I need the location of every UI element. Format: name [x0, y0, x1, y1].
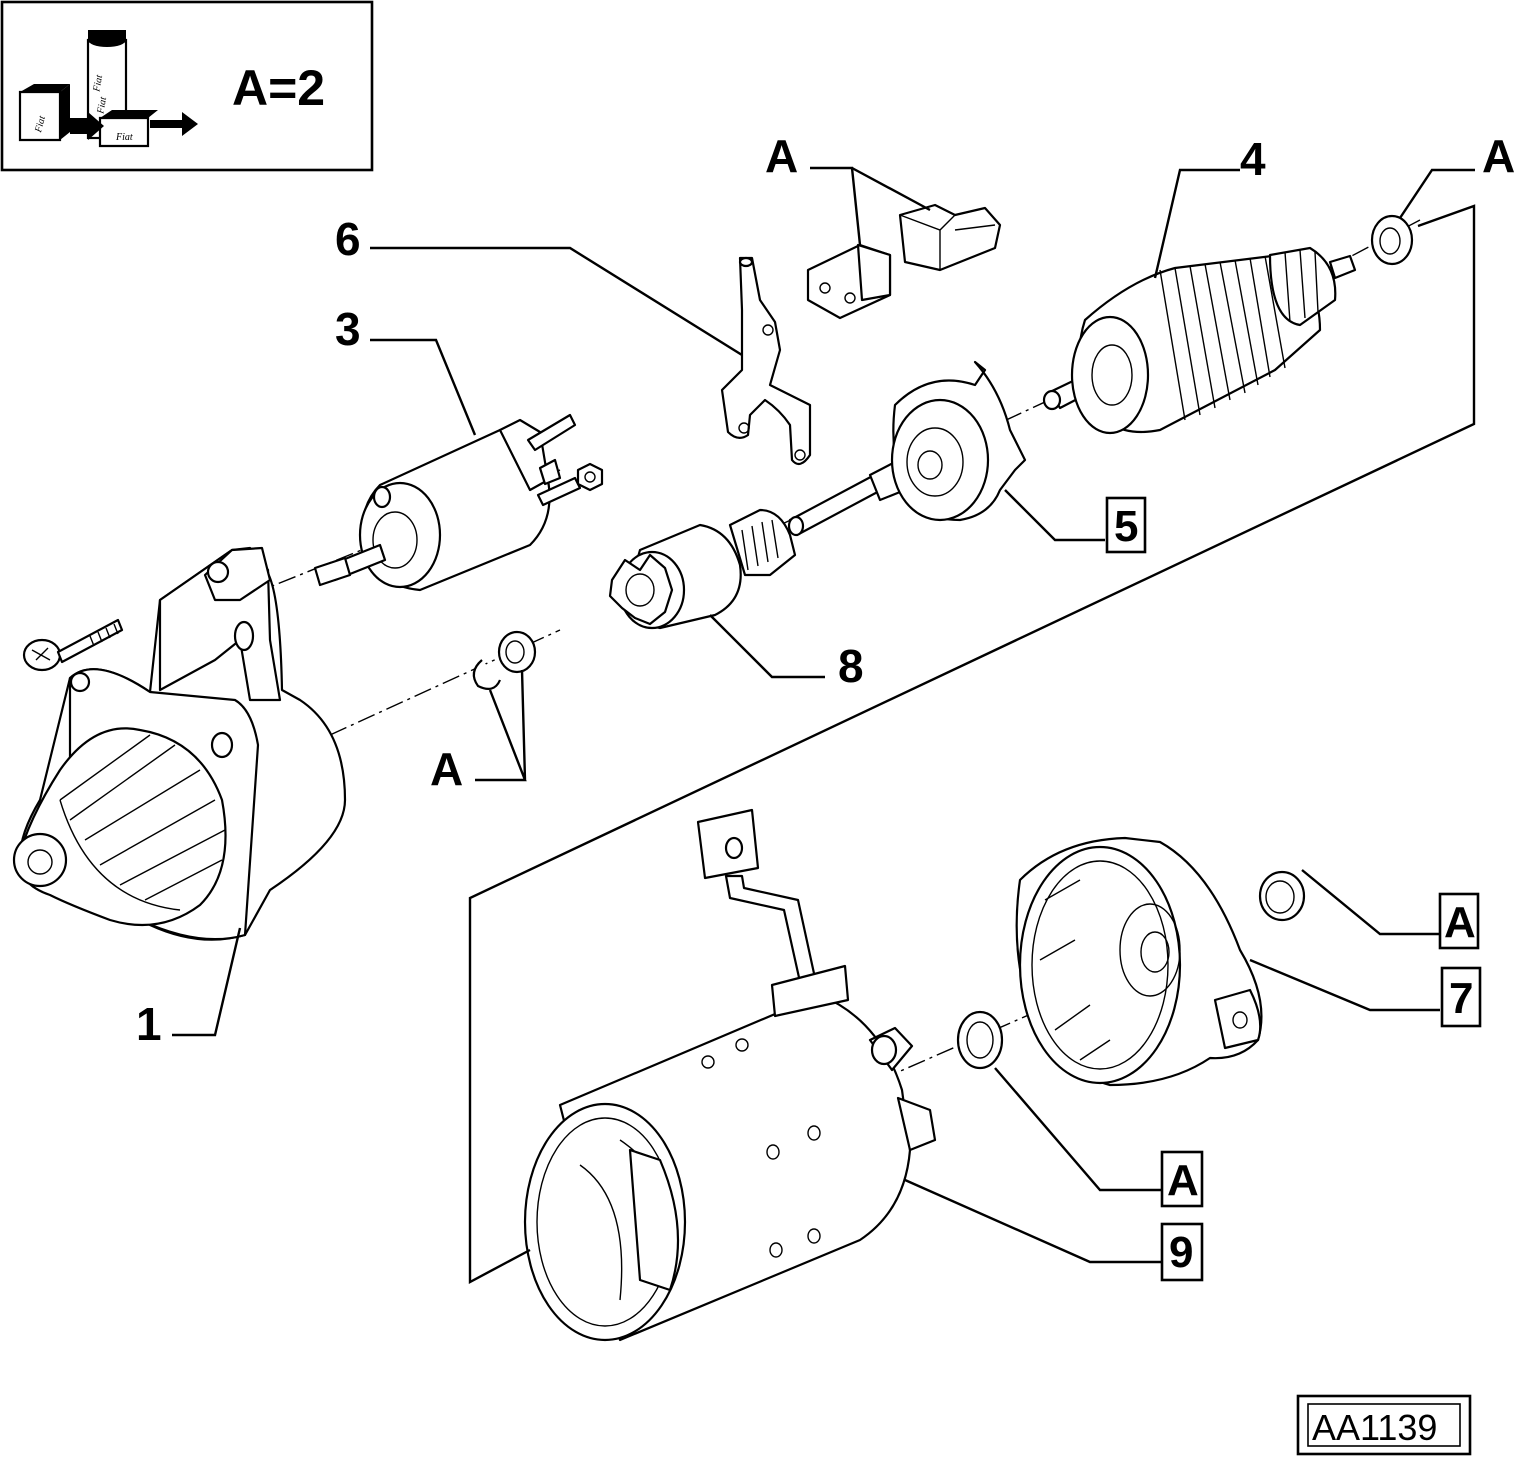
callout-7-box: 7 [1440, 966, 1482, 1028]
callout-7: 7 [1449, 974, 1473, 1023]
leader-line [370, 246, 743, 357]
circlip-and-washer [472, 630, 537, 691]
tube-label: Fiat [95, 96, 109, 116]
thrust-washer [1370, 214, 1414, 266]
lubricant-box-icon: Fiat [98, 110, 158, 148]
solenoid [313, 413, 582, 592]
pinion-drive [608, 508, 797, 630]
callout-4: 4 [1240, 133, 1266, 185]
legend-frame [0, 0, 374, 172]
callout-a-ring-box: A [1438, 892, 1480, 950]
leader-line [904, 1178, 1162, 1264]
callout-a-seal: A [1167, 1156, 1199, 1205]
arrow-icon [150, 112, 198, 136]
lubricant-legend: Fiat Fiat Fiat Fiat A=2 [0, 0, 374, 172]
leader-line [370, 338, 477, 436]
lubricant-box-icon: Fiat [18, 84, 70, 142]
callout-8: 8 [838, 640, 864, 692]
bushing-ring [1258, 870, 1306, 922]
leader-line [1004, 489, 1105, 542]
leader-line [172, 927, 242, 1037]
callout-a-circlip: A [430, 743, 463, 795]
arrow-icon [70, 112, 104, 140]
tube-label: Fiat [91, 74, 105, 94]
reference-code-box: AA1139 [1296, 1394, 1472, 1456]
leader-line [994, 1067, 1162, 1192]
terminal-nut [576, 462, 604, 492]
callout-a-ring: A [1444, 898, 1476, 947]
stator-frame [523, 808, 937, 1342]
mounting-bolt [22, 618, 124, 672]
leader-line [475, 669, 527, 782]
callout-6: 6 [335, 213, 361, 265]
centerline [779, 394, 1061, 526]
callout-a-washer: A [1482, 130, 1515, 182]
shift-fork [720, 256, 812, 466]
leader-line [1399, 168, 1475, 219]
box-label: Fiat [115, 132, 133, 143]
brush-holder [806, 243, 892, 320]
leader-line [709, 614, 825, 679]
callout-9-box: 9 [1160, 1222, 1204, 1282]
leader-line [1249, 958, 1440, 1012]
callout-5-box: 5 [1105, 496, 1147, 554]
callout-9: 9 [1169, 1228, 1193, 1277]
callout-a-seal-box: A [1160, 1150, 1204, 1208]
leader-line [1153, 168, 1240, 279]
callout-a-brush: A [765, 130, 798, 182]
carbon-brush [898, 203, 1002, 272]
drive-end-housing [12, 546, 347, 941]
callout-5: 5 [1114, 502, 1138, 551]
callout-1: 1 [136, 998, 162, 1050]
callout-3: 3 [335, 303, 361, 355]
seal-washer [956, 1010, 1004, 1070]
commutator-end-cover [1015, 836, 1263, 1087]
quantity-text: A=2 [232, 60, 325, 116]
intermediate-bracket [787, 360, 1027, 537]
subassembly-bracket-line [468, 204, 1476, 1284]
leader-line [810, 166, 862, 246]
leader-line [1301, 869, 1440, 936]
leader-line [851, 166, 931, 212]
box-label: Fiat [33, 115, 48, 135]
armature [1042, 246, 1357, 435]
reference-code: AA1139 [1312, 1407, 1437, 1448]
